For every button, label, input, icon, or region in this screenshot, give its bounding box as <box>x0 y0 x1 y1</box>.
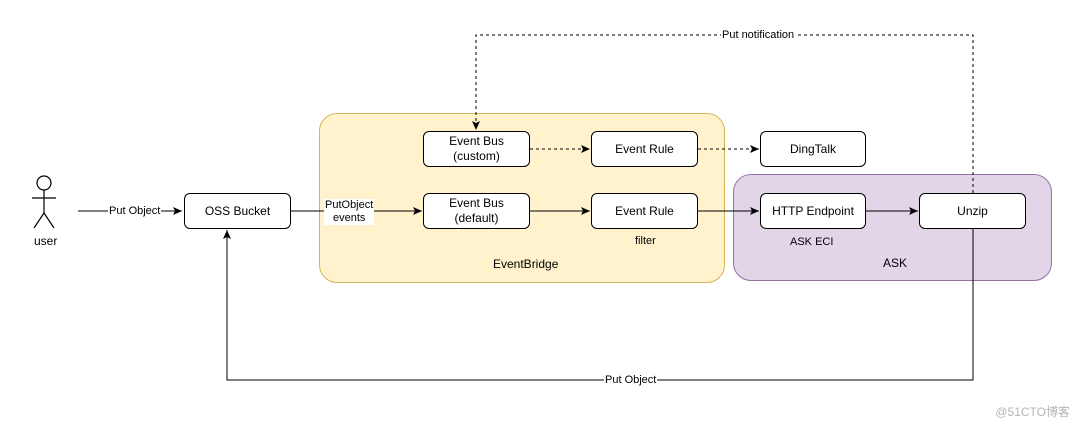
event-bus-default-node: Event Bus (default) <box>423 193 530 229</box>
dingtalk-label: DingTalk <box>789 141 837 156</box>
event-bus-default-subtitle: (default) <box>454 211 499 225</box>
watermark-text: @51CTO博客 <box>995 405 1070 419</box>
unzip-node: Unzip <box>919 193 1026 229</box>
http-endpoint-label: HTTP Endpoint <box>772 203 854 218</box>
oss-bucket-label: OSS Bucket <box>204 203 271 218</box>
edge-put-object-back <box>223 229 974 381</box>
put-object-events-line1: PutObject <box>325 199 374 211</box>
put-object-back-label: Put Object <box>604 374 658 387</box>
dingtalk-node: DingTalk <box>760 131 866 167</box>
eventbridge-region-label: EventBridge <box>493 257 559 271</box>
put-object-in-label: Put Object <box>108 205 162 218</box>
event-rule-top-label: Event Rule <box>615 141 674 156</box>
user-label: user <box>34 234 58 248</box>
event-bus-custom-title: Event Bus <box>449 134 504 148</box>
event-rule-top-node: Event Rule <box>591 131 698 167</box>
event-rule-bottom-node: Event Rule <box>591 193 698 229</box>
put-notification-label: Put notification <box>721 29 796 42</box>
event-rule-bottom-label: Event Rule <box>615 203 674 218</box>
event-bus-custom-subtitle: (custom) <box>453 149 500 163</box>
put-object-events-label: PutObject events <box>324 199 375 225</box>
filter-label: filter <box>635 235 656 247</box>
ask-region-label: ASK <box>883 256 908 270</box>
user-actor-icon <box>32 175 56 229</box>
event-bus-default-title: Event Bus <box>449 196 504 210</box>
event-bus-custom-node: Event Bus (custom) <box>423 131 530 167</box>
put-object-events-line2: events <box>333 212 366 224</box>
unzip-label: Unzip <box>957 203 988 218</box>
http-endpoint-node: HTTP Endpoint <box>760 193 866 229</box>
ask-eci-label: ASK ECI <box>790 236 834 248</box>
oss-bucket-node: OSS Bucket <box>184 193 291 229</box>
edge-put-notification <box>472 34 974 193</box>
